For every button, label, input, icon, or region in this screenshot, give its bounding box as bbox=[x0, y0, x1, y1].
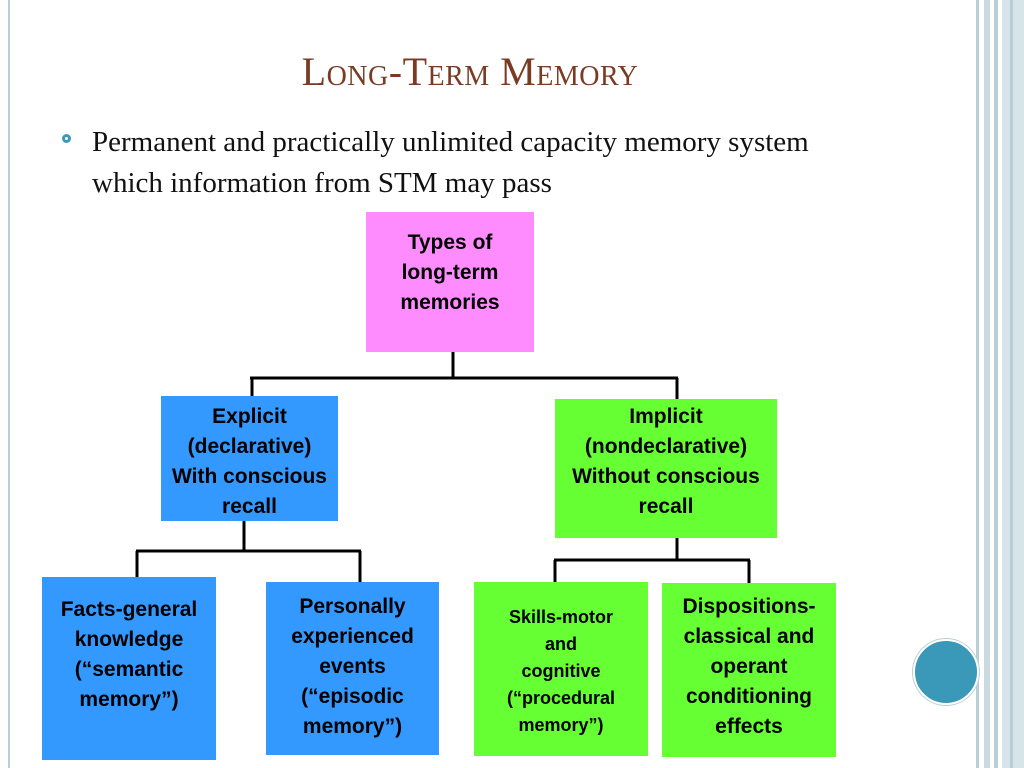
node-implicit-memory: Implicit (nondeclarative) Without consci… bbox=[555, 399, 777, 538]
node-explicit-memory: Explicit (declarative) With conscious re… bbox=[161, 396, 338, 521]
node-episodic-memory: Personally experienced events (“episodic… bbox=[266, 582, 439, 755]
slide-frame-right bbox=[994, 0, 998, 768]
node-procedural-memory: Skills-motor and cognitive (“procedural … bbox=[474, 582, 648, 756]
slide-title: Long-Term Memory bbox=[301, 49, 639, 94]
slide-frame-right bbox=[1010, 0, 1013, 768]
slide-frame-right bbox=[976, 0, 979, 768]
node-semantic-memory: Facts-general knowledge (“semantic memor… bbox=[42, 577, 216, 760]
slide-frame-left bbox=[8, 0, 10, 768]
node-long-term-memory-types: Types of long-term memories bbox=[366, 212, 534, 352]
ring-bullet-icon bbox=[62, 134, 71, 143]
slide-frame-right bbox=[1002, 0, 1024, 768]
bullet-point: Permanent and practically unlimited capa… bbox=[62, 122, 842, 204]
node-conditioning-effects: Dispositions- classical and operant cond… bbox=[662, 583, 836, 757]
slide-frame-right bbox=[984, 0, 990, 768]
circle-decoration-icon bbox=[913, 639, 979, 705]
bullet-text: Permanent and practically unlimited capa… bbox=[92, 126, 809, 199]
